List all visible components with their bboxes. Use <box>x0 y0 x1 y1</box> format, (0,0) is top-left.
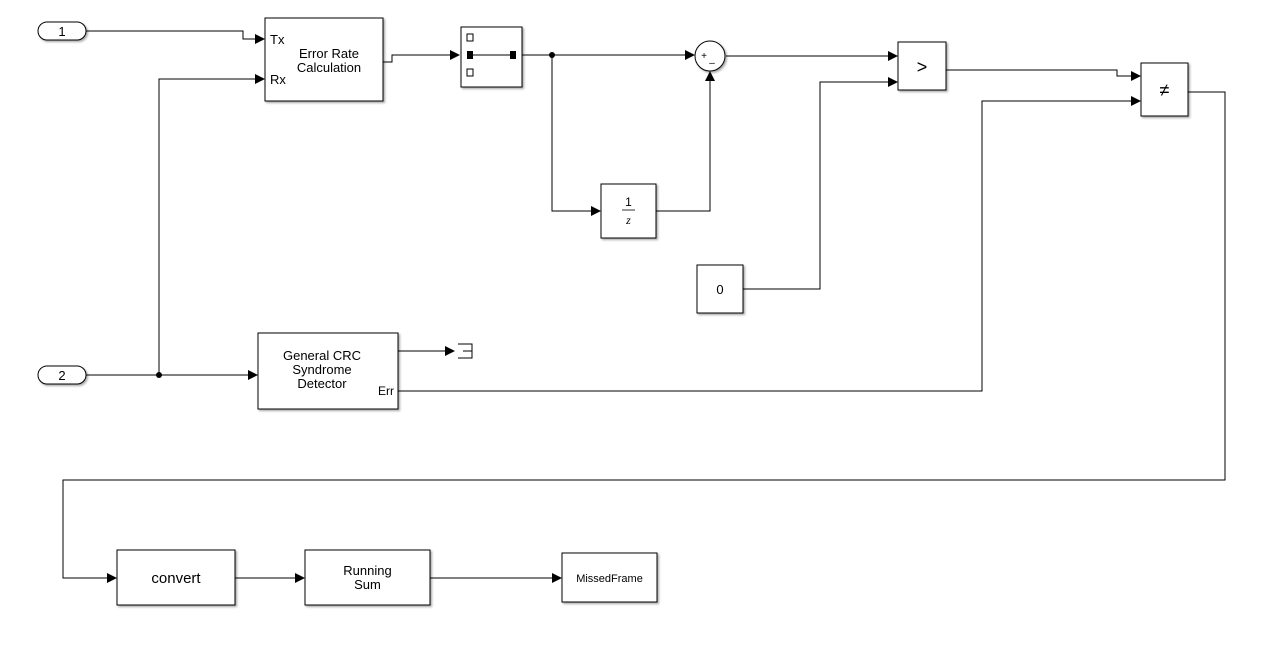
crc-syndrome-detector-block[interactable]: General CRC Syndrome Detector Err <box>257 332 399 410</box>
port-tx-label: Tx <box>270 32 285 47</box>
block-label: General CRC <box>283 348 361 363</box>
branch-point <box>156 372 162 378</box>
line-crc-err-ne[interactable] <box>398 96 1141 392</box>
block-label: Error Rate <box>299 46 359 61</box>
block-label: Sum <box>354 577 381 592</box>
line-branch-rx[interactable] <box>158 74 265 375</box>
convert-block[interactable]: convert <box>116 549 236 606</box>
line-branch-delay[interactable] <box>551 55 601 216</box>
constant-block[interactable]: 0 <box>696 264 744 314</box>
port-rx-label: Rx <box>270 72 286 87</box>
selector-block[interactable] <box>460 26 523 88</box>
selector-port-icon <box>510 51 516 59</box>
error-rate-calculation-block[interactable]: Tx Rx Error Rate Calculation <box>264 17 384 102</box>
port-err-label: Err <box>378 384 394 398</box>
operator-label: > <box>917 57 928 77</box>
inport-2[interactable]: 2 <box>37 365 87 385</box>
relational-greater-block[interactable]: > <box>897 41 947 91</box>
block-label: Detector <box>297 376 347 391</box>
delay-numerator: 1 <box>625 195 632 209</box>
relational-not-equal-block[interactable]: ≠ <box>1140 62 1189 117</box>
missed-frame-block[interactable]: MissedFrame <box>561 552 658 603</box>
line-const-gt[interactable] <box>743 77 898 290</box>
delay-denominator: z <box>625 213 631 227</box>
line-ne-convert[interactable] <box>62 91 1226 583</box>
terminator-block[interactable] <box>458 343 473 359</box>
selector-port-icon <box>466 33 474 42</box>
block-label: Calculation <box>297 60 361 75</box>
block-label: MissedFrame <box>576 573 643 585</box>
running-sum-block[interactable]: Running Sum <box>304 549 431 606</box>
line-gt-ne[interactable] <box>946 69 1141 81</box>
sum-block[interactable]: + – <box>694 40 726 72</box>
unit-delay-block[interactable]: 1 z <box>600 183 657 239</box>
inport-label: 1 <box>58 24 65 39</box>
block-label: convert <box>151 570 201 587</box>
selector-port-icon <box>467 51 473 59</box>
line-err-selector[interactable] <box>383 50 460 63</box>
block-label: Syndrome <box>292 362 351 377</box>
sum-minus-sign: – <box>709 58 715 69</box>
selector-port-icon <box>466 68 474 77</box>
line-delay-sum[interactable] <box>656 71 715 212</box>
inport-label: 2 <box>58 368 65 383</box>
constant-value: 0 <box>716 282 723 297</box>
line-in1-tx[interactable] <box>86 30 265 44</box>
block-label: Running <box>343 563 391 578</box>
sum-plus-sign: + <box>701 51 707 62</box>
signal-lines <box>62 30 1226 583</box>
branch-point <box>549 52 555 58</box>
inport-1[interactable]: 1 <box>37 21 87 41</box>
operator-label: ≠ <box>1160 80 1170 100</box>
